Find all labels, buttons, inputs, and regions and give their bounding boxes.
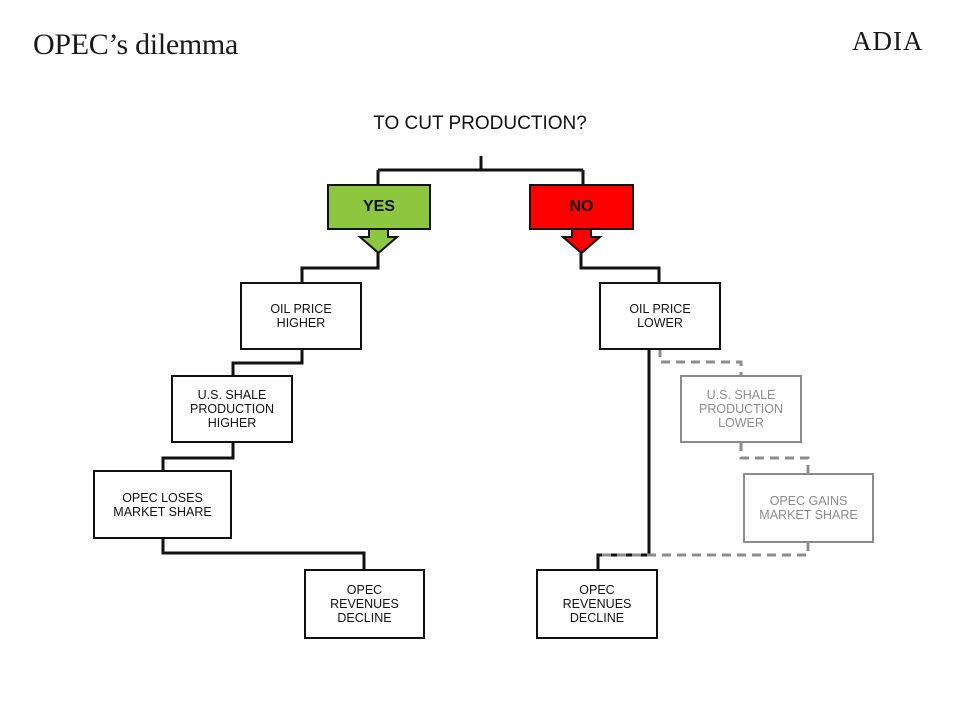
diagram-question: TO CUT PRODUCTION? bbox=[373, 113, 587, 134]
opec-gains-market-share-box: OPEC GAINS MARKET SHARE bbox=[743, 473, 874, 543]
no-choice-box: NO bbox=[529, 184, 634, 230]
shale-production-lower-box: U.S. SHALE PRODUCTION LOWER bbox=[680, 375, 802, 443]
yes-path-connectors bbox=[161, 253, 380, 570]
opec-loses-market-share-box: OPEC LOSES MARKET SHARE bbox=[93, 470, 232, 539]
question-connector bbox=[376, 156, 585, 185]
oil-price-lower-box: OIL PRICE LOWER bbox=[599, 282, 721, 350]
oil-price-higher-box: OIL PRICE HIGHER bbox=[240, 282, 362, 350]
page-title: OPEC’s dilemma bbox=[33, 28, 238, 61]
yes-arrow bbox=[357, 228, 400, 255]
no-arrow bbox=[560, 228, 603, 255]
yes-choice-box: YES bbox=[327, 184, 431, 230]
adia-logo: ADIA bbox=[852, 26, 924, 56]
no-path-dashed-connectors bbox=[601, 348, 810, 557]
shale-production-higher-box: U.S. SHALE PRODUCTION HIGHER bbox=[171, 375, 293, 443]
no-revenues-decline-box: OPEC REVENUES DECLINE bbox=[536, 569, 658, 639]
yes-revenues-decline-box: OPEC REVENUES DECLINE bbox=[304, 569, 425, 639]
